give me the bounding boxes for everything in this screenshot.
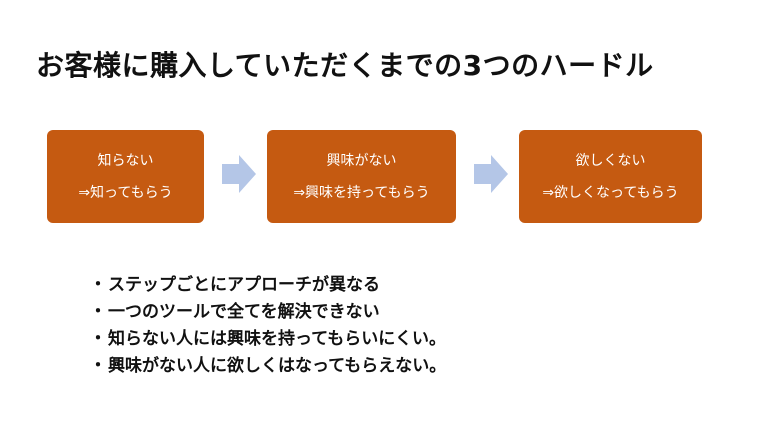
bullet-marker: ・ xyxy=(89,356,107,376)
step-box-2: 興味がない ⇒興味を持ってもらう xyxy=(267,130,456,223)
step-box-3: 欲しくない ⇒欲しくなってもらう xyxy=(519,130,702,223)
step-2-barrier: 興味がない xyxy=(326,153,397,169)
bullet-item: ・ステップごとにアプローチが異なる xyxy=(88,272,446,299)
bullet-marker: ・ xyxy=(89,329,107,349)
step-3-barrier: 欲しくない xyxy=(575,153,646,169)
bullet-item: ・一つのツールで全てを解決できない xyxy=(88,299,446,326)
right-arrow-icon xyxy=(474,155,508,193)
bullet-item: ・知らない人には興味を持ってもらいにくい。 xyxy=(88,326,446,353)
bullet-list: ・ステップごとにアプローチが異なる ・一つのツールで全てを解決できない ・知らな… xyxy=(88,272,447,380)
bullet-text: 一つのツールで全てを解決できない xyxy=(108,302,380,322)
bullet-text: 知らない人には興味を持ってもらいにくい。 xyxy=(108,329,446,349)
bullet-item: ・興味がない人に欲しくはなってもらえない。 xyxy=(88,353,447,380)
bullet-marker: ・ xyxy=(89,302,107,322)
bullet-text: 興味がない人に欲しくはなってもらえない。 xyxy=(108,356,447,376)
right-arrow-icon xyxy=(222,155,256,193)
step-box-1: 知らない ⇒知ってもらう xyxy=(47,130,204,223)
step-1-barrier: 知らない xyxy=(97,153,154,169)
step-1-goal: ⇒知ってもらう xyxy=(78,185,173,201)
slide-title: お客様に購入していただくまでの3つのハードル xyxy=(36,49,654,82)
bullet-text: ステップごとにアプローチが異なる xyxy=(108,275,380,295)
step-3-goal: ⇒欲しくなってもらう xyxy=(542,185,679,201)
step-2-goal: ⇒興味を持ってもらう xyxy=(293,185,430,201)
bullet-marker: ・ xyxy=(89,275,107,295)
